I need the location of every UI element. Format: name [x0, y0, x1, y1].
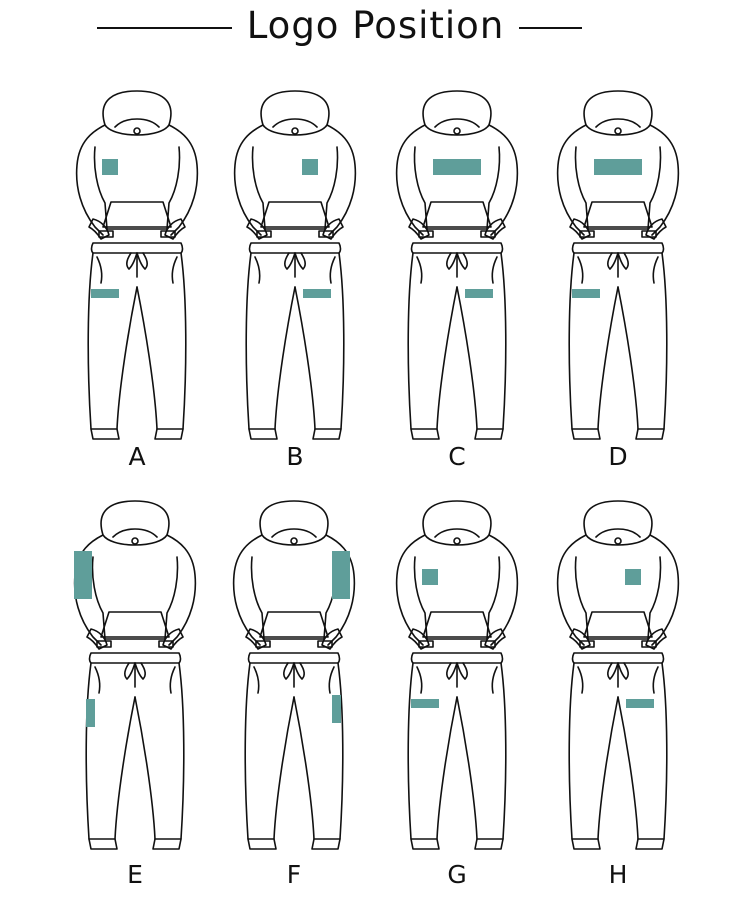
title-rule-right [519, 27, 582, 29]
option-g: G [377, 497, 537, 917]
logo-mark [411, 699, 439, 708]
logo-mark [572, 289, 600, 298]
option-label: G [447, 860, 467, 889]
tracksuit-figure [232, 500, 356, 850]
logo-mark [626, 699, 654, 708]
option-label: A [128, 442, 146, 471]
logo-mark [303, 289, 331, 298]
logo-mark [74, 551, 92, 599]
logo-mark [422, 569, 438, 585]
option-d: D [538, 87, 698, 507]
logo-mark [625, 569, 641, 585]
page-title: Logo Position [246, 4, 505, 47]
option-f: F [214, 497, 374, 917]
title-rule-left [97, 27, 232, 29]
option-label: F [286, 860, 302, 889]
tracksuit-figure [556, 500, 680, 850]
logo-mark [302, 159, 318, 175]
option-label: E [127, 860, 143, 889]
tracksuit-figure [556, 90, 680, 440]
logo-mark [91, 289, 119, 298]
tracksuit-figure [73, 500, 197, 850]
logo-mark [332, 695, 341, 723]
option-label: C [448, 442, 466, 471]
tracksuit-figure [75, 90, 199, 440]
logo-mark [465, 289, 493, 298]
option-e: E [55, 497, 215, 917]
option-c: C [377, 87, 537, 507]
option-a: A [57, 87, 217, 507]
header: Logo Position [0, 0, 750, 60]
tracksuit-figure [395, 500, 519, 850]
logo-mark [433, 159, 481, 175]
option-b: B [215, 87, 375, 507]
tracksuit-figure [233, 90, 357, 440]
logo-mark [332, 551, 350, 599]
logo-mark [102, 159, 118, 175]
tracksuit-figure [395, 90, 519, 440]
option-label: D [608, 442, 628, 471]
option-h: H [538, 497, 698, 917]
logo-mark [594, 159, 642, 175]
option-label: H [608, 860, 628, 889]
logo-mark [86, 699, 95, 727]
option-label: B [286, 442, 304, 471]
